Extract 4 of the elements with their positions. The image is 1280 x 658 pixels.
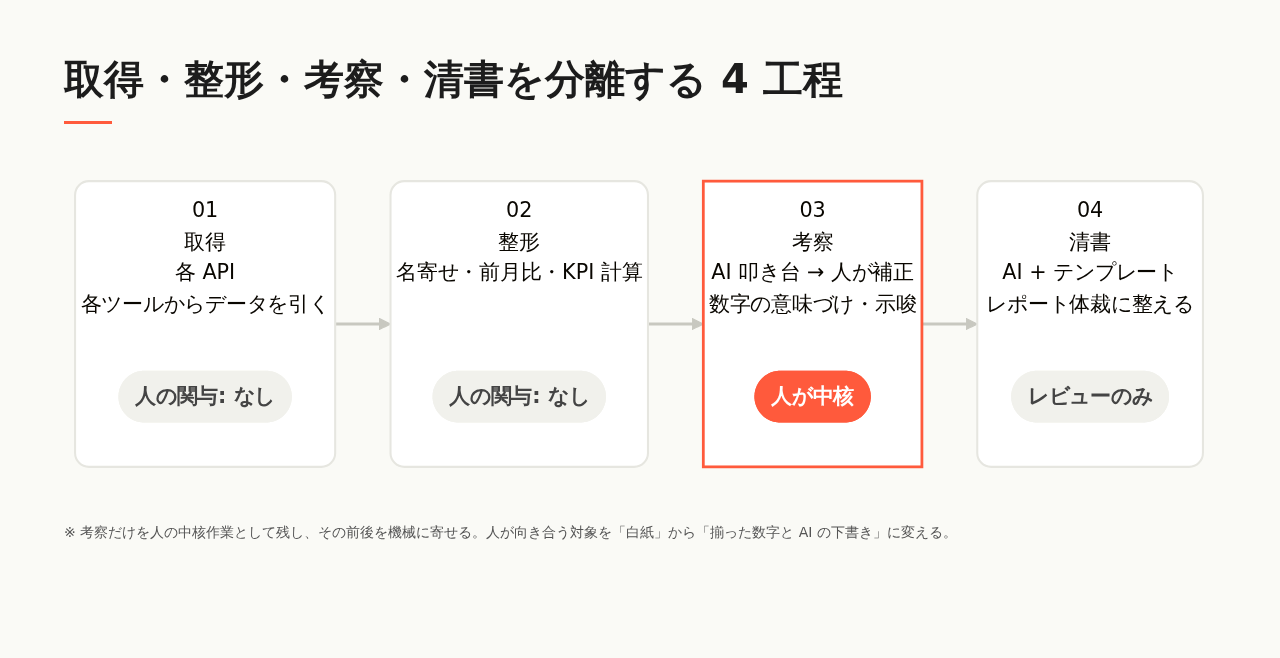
arrow: [921, 317, 978, 331]
note-text: ※ 考察だけを人の中核作業として残し、その前後を機械に寄せる。人が向き合う対象を「白紙」から「揃った数字と AI の下書き」に変える。: [64, 524, 957, 542]
arrow: [647, 317, 704, 331]
title: 取得・整形・考察・清書を分離する 4 工程: [64, 55, 843, 104]
